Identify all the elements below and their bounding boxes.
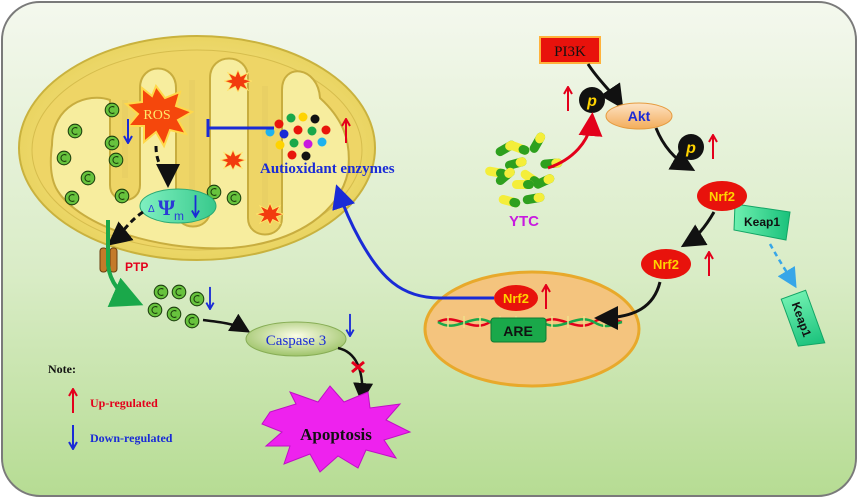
caspase-to-apoptosis-arrow <box>337 346 374 403</box>
mitochondrion <box>18 35 376 261</box>
nrf2-free: Nrf2 <box>641 249 691 279</box>
legend: Note: Up-regulated Down-regulated <box>48 362 173 450</box>
phospho-1 <box>579 87 605 113</box>
psi-symbol: Ψ <box>158 195 176 220</box>
nrf2-keap1-complex: Keap1 Nrf2 <box>697 181 791 241</box>
keap1-bound <box>733 203 791 241</box>
legend-up-label: Up-regulated <box>90 396 158 410</box>
phospho-2 <box>678 134 704 160</box>
pi3k-to-akt-arrow <box>586 63 624 109</box>
ytc-label: YTC <box>509 213 539 230</box>
psi-to-ptp-arrow <box>107 210 144 246</box>
antioxidant-label: Autioxidant enzymes <box>260 161 395 177</box>
svg-text:p: p <box>685 140 696 157</box>
cytochrome-release-arrow <box>106 220 144 308</box>
legend-title: Note: <box>48 362 76 376</box>
nucleus: ARE Nrf2 <box>423 270 641 388</box>
ptp-label: PTP <box>125 260 148 274</box>
ros-to-psi-arrow <box>154 145 180 188</box>
svg-text:Nrf2: Nrf2 <box>503 291 529 306</box>
ytc-to-phospho-arrow <box>547 112 603 170</box>
svg-text:m: m <box>174 209 184 223</box>
are-box <box>490 317 547 343</box>
svg-text:Keap1: Keap1 <box>744 215 780 229</box>
pi3k-label: PI3K <box>554 44 586 60</box>
are-label: ARE <box>503 323 533 339</box>
keap1-free: Keap1 <box>780 289 826 347</box>
ros-label: ROS <box>143 108 170 123</box>
nrf2-to-nucleus-arrow <box>594 281 662 330</box>
apoptosis-node: Apoptosis <box>261 385 412 473</box>
delta-psi-m: Δ Ψ m <box>139 188 217 224</box>
pi3k-node: PI3K <box>539 36 601 64</box>
complex-to-nrf2-arrow <box>680 211 716 248</box>
nrf2-nuclear <box>494 285 538 311</box>
ros-burst: ROS <box>123 83 195 149</box>
block-mark <box>351 360 365 374</box>
caspase-label: Caspase 3 <box>266 333 326 349</box>
nrf2-bound-label: Nrf2 <box>709 189 735 204</box>
antioxidant-enzymes-dots <box>265 112 331 161</box>
akt-node: Akt <box>605 102 673 130</box>
akt-to-nrf2-arrow <box>654 127 696 171</box>
svg-text:p: p <box>586 93 597 110</box>
ytc-capsules <box>485 132 563 208</box>
akt-label: Akt <box>628 108 651 124</box>
legend-down-label: Down-regulated <box>90 431 173 445</box>
keap1-release-arrow <box>768 243 797 289</box>
svg-text:Δ: Δ <box>148 204 155 215</box>
ptp-channel: PTP <box>99 247 148 274</box>
cytc-to-caspase-arrow <box>202 313 251 333</box>
nrf2-to-antioxidant-arrow <box>332 184 494 300</box>
caspase-3-node: Caspase 3 <box>245 321 347 357</box>
nrf2-free-label: Nrf2 <box>653 257 679 272</box>
apoptosis-label: Apoptosis <box>300 425 372 444</box>
